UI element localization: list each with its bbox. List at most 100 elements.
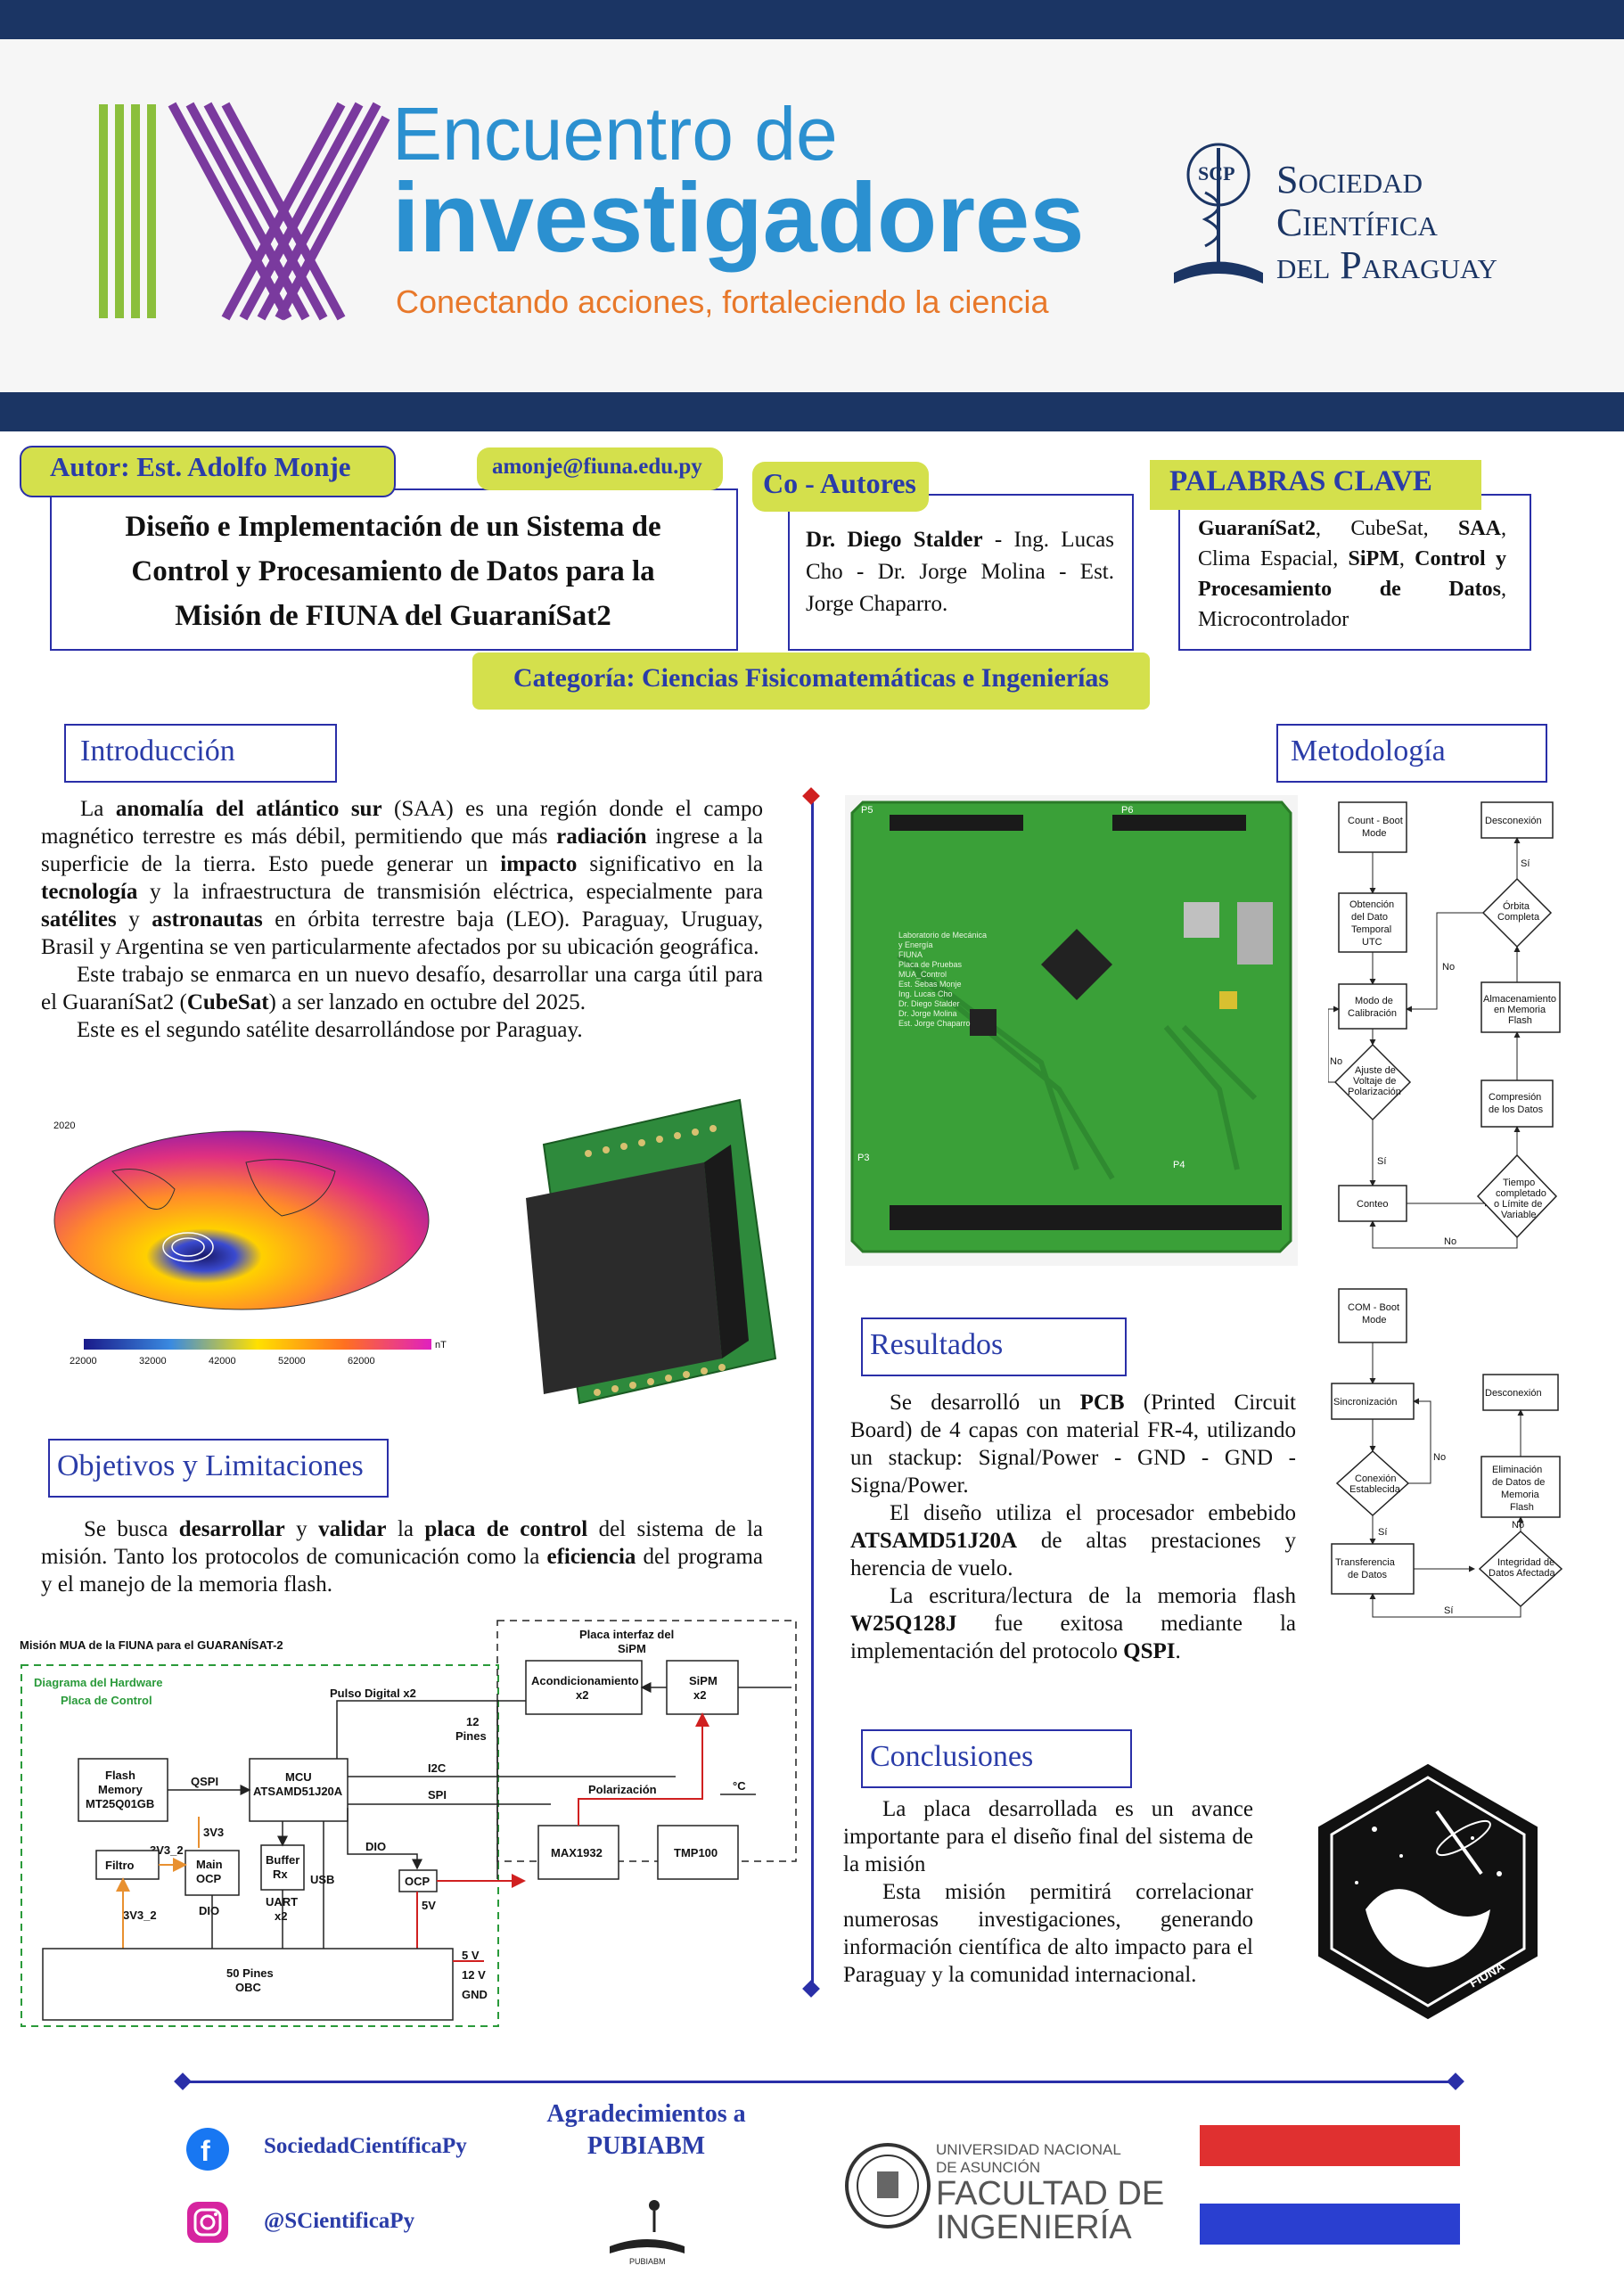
pcb-silk-line: y Energía: [898, 940, 933, 949]
results-paragraph-2: El diseño utiliza el procesador embebido…: [850, 1499, 1296, 1582]
facebook-icon[interactable]: f: [185, 2127, 230, 2171]
paraguay-flag-blue: [1200, 2204, 1460, 2245]
methodology-flowchart-1: Count - Boot Mode Obtención del Dato Tem…: [1328, 801, 1561, 1249]
pcb-p4: P4: [1173, 1160, 1185, 1170]
hw-main-2: OCP: [196, 1872, 222, 1885]
pcb-silk-line: Dr. Jorge Molina: [898, 1009, 957, 1018]
pcb-silk-line: MUA_Control: [898, 970, 947, 979]
pcb-silk-line: Placa de Pruebas: [898, 960, 963, 969]
fc1-orb-2: Completa: [1497, 912, 1540, 923]
hw-obc-1: 50 Pines: [226, 1966, 274, 1980]
society-line1: Sociedad: [1276, 158, 1423, 201]
objectives-p1-run: Se busca: [84, 1517, 179, 1541]
hw-pulso: Pulso Digital x2: [330, 1687, 416, 1700]
hw-diagram-title-1: Diagrama del Hardware: [34, 1676, 163, 1689]
fc2-desconexion: Desconexión: [1485, 1388, 1542, 1399]
results-p3-run: .: [1175, 1639, 1181, 1663]
facebook-handle[interactable]: SociedadCientíficaPy: [264, 2134, 467, 2158]
ack-line1: Agradecimientos a: [546, 2100, 746, 2128]
fc1-obt-3: Temporal: [1351, 924, 1391, 935]
author-email[interactable]: amonje@fiuna.edu.py: [492, 455, 702, 479]
fc1-alm-2: en Memoria: [1494, 1005, 1546, 1015]
divider-top-marker: [802, 787, 820, 805]
objectives-body: Se busca desarrollar y validar la placa …: [41, 1515, 763, 1598]
hw-qspi: QSPI: [191, 1775, 218, 1788]
results-p1-run: (Printed Circuit Board) de 4 capas con m…: [850, 1391, 1296, 1498]
hw-acond-2: x2: [576, 1688, 588, 1702]
hw-5v-out: 5 V: [462, 1949, 480, 1962]
una-line3: FACULTAD DE: [936, 2175, 1165, 2212]
fc2-si-1: Sí: [1378, 1527, 1387, 1538]
map-year-label: 2020: [53, 1120, 75, 1131]
pcb-silk-line: Ing. Lucas Cho: [898, 989, 953, 998]
hw-interface-title-2: SiPM: [618, 1642, 646, 1655]
intro-paragraph-3: Este es el segundo satélite desarrollánd…: [77, 1018, 583, 1042]
una-line1: UNIVERSIDAD NACIONAL: [936, 2141, 1121, 2158]
hw-filtro: Filtro: [105, 1859, 135, 1872]
una-line2: DE ASUNCIÓN: [936, 2159, 1041, 2176]
cubesat-board-render: [526, 1098, 777, 1405]
fc1-orb-1: Órbita: [1503, 900, 1530, 912]
intro-p1-run: La: [80, 797, 116, 821]
objectives-p1-run: y: [284, 1517, 319, 1541]
author-label: Autor: Est. Adolfo Monje: [50, 451, 351, 482]
event-title-line1: Encuentro de: [392, 92, 838, 176]
hw-flash-1: Flash: [105, 1769, 135, 1782]
hw-buffer-2: Rx: [273, 1867, 288, 1881]
results-p2-run: El diseño utiliza el procesador embebido: [890, 1501, 1296, 1525]
map-tick-5: 62000: [348, 1356, 375, 1367]
coauthor-rest: - Ing. Lucas Cho - Dr. Jorge Molina - Es…: [806, 528, 1114, 616]
society-line3: del Paraguay: [1276, 243, 1497, 287]
svg-text:f: f: [201, 2135, 210, 2167]
pubiabm-logo: PUBIABM: [610, 2200, 685, 2266]
map-tick-4: 52000: [278, 1356, 306, 1367]
fc1-aj-2: Voltaje de: [1353, 1076, 1396, 1087]
intro-p1-run: satélites: [41, 907, 117, 932]
intro-p1-run: y la infraestructura de transmisión eléc…: [137, 880, 763, 904]
fc1-cal-2: Calibración: [1348, 1008, 1397, 1019]
conclusions-paragraph-2: Esta misión permitirá correlacionar nume…: [843, 1880, 1253, 1987]
results-paragraph-3: La escritura/lectura de la memoria flash…: [850, 1582, 1296, 1665]
fc1-tie-4: Variable: [1501, 1210, 1537, 1220]
hw-mcu-1: MCU: [285, 1770, 312, 1784]
results-p3-run: La escritura/lectura de la memoria flash: [890, 1584, 1296, 1608]
fc2-sinc: Sincronización: [1333, 1397, 1398, 1408]
intro-p1-run: tecnología: [41, 880, 138, 904]
intro-p1-run: anomalía del atlántico sur: [115, 797, 382, 821]
intro-body: La anomalía del atlántico sur (SAA) es u…: [41, 795, 763, 1044]
coauthors-tab: [752, 462, 929, 512]
hw-i2c: I2C: [428, 1761, 447, 1775]
results-p3-run: W25Q128J: [850, 1612, 957, 1636]
results-body: Se desarrolló un PCB (Printed Circuit Bo…: [850, 1389, 1296, 1665]
hw-ocp: OCP: [405, 1875, 431, 1888]
objectives-p1-run: la: [386, 1517, 425, 1541]
una-line4: INGENIERÍA: [936, 2209, 1132, 2246]
results-p2-run: ATSAMD51J20A: [850, 1529, 1018, 1553]
results-p2-run: de altas prestaciones y herencia de vuel…: [850, 1529, 1296, 1580]
fc1-count-2: Mode: [1362, 828, 1387, 839]
fc2-elim-2: de Datos de: [1492, 1477, 1545, 1488]
fc2-elim-1: Eliminación: [1492, 1465, 1542, 1475]
fc2-int-2: Datos Afectada: [1489, 1568, 1555, 1579]
hw-uart-2: x2: [275, 1909, 287, 1923]
hw-tmp100: TMP100: [674, 1846, 718, 1859]
instagram-handle[interactable]: @SCientificaPy: [264, 2209, 415, 2233]
fc1-alm-3: Flash: [1508, 1015, 1532, 1026]
fc2-trans-1: Transferencia: [1335, 1557, 1396, 1568]
fc1-obt-2: del Dato: [1351, 912, 1388, 923]
hw-obc-2: OBC: [235, 1981, 262, 1994]
hw-3v3-a: 3V3: [203, 1826, 224, 1839]
objectives-p1-run: placa de control: [424, 1517, 588, 1541]
footer-rule-right-marker: [1447, 2073, 1464, 2090]
intro-p2-run: Este trabajo se enmarca en un nuevo desa…: [41, 963, 763, 1014]
svg-text:SCP: SCP: [1198, 162, 1235, 185]
ix-logo: IX: [99, 102, 390, 321]
map-tick-3: 42000: [209, 1356, 236, 1367]
intro-p1-run: radiación: [556, 825, 647, 849]
fc2-int-1: Integridad de: [1497, 1557, 1554, 1568]
hw-degc: °C: [733, 1779, 746, 1793]
hardware-diagram: Misión MUA de la FIUNA para el GUARANÍSA…: [20, 1620, 797, 2027]
instagram-icon[interactable]: [185, 2200, 230, 2245]
